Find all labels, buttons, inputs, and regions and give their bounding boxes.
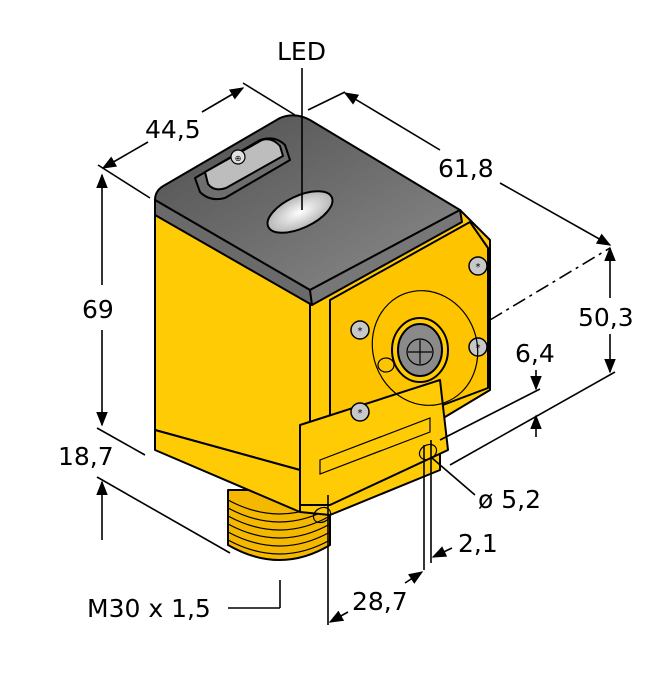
teach-button: ⊕ [194,137,291,201]
sensor-body: ⊕ * * * * [154,114,491,561]
label-led: LED [277,37,326,66]
connector-m12 [371,290,479,406]
label-height-front: 50,3 [578,303,634,332]
mounting-hole-left [312,506,332,524]
dimension-lines [96,68,616,625]
label-hole-spacing: 28,7 [352,587,408,616]
mounting-bracket [299,379,449,506]
label-height-total: 69 [82,295,114,324]
label-width-top: 44,5 [145,115,201,144]
svg-text:*: * [358,408,363,419]
label-hole-offset: 2,1 [458,529,498,558]
dimension-labels: LED 44,5 61,8 69 50,3 6,4 18,7 M30 x 1,5… [58,37,634,623]
label-offset-front: 6,4 [515,339,555,368]
led-window [266,190,334,234]
label-thread-length: 18,7 [58,442,114,471]
label-length-top: 61,8 [438,154,494,183]
svg-text:⊕: ⊕ [235,154,242,163]
svg-text:*: * [358,326,363,337]
label-thread-spec: M30 x 1,5 [87,594,211,623]
label-hole-diameter: ø 5,2 [478,485,541,514]
svg-text:*: * [476,262,481,273]
